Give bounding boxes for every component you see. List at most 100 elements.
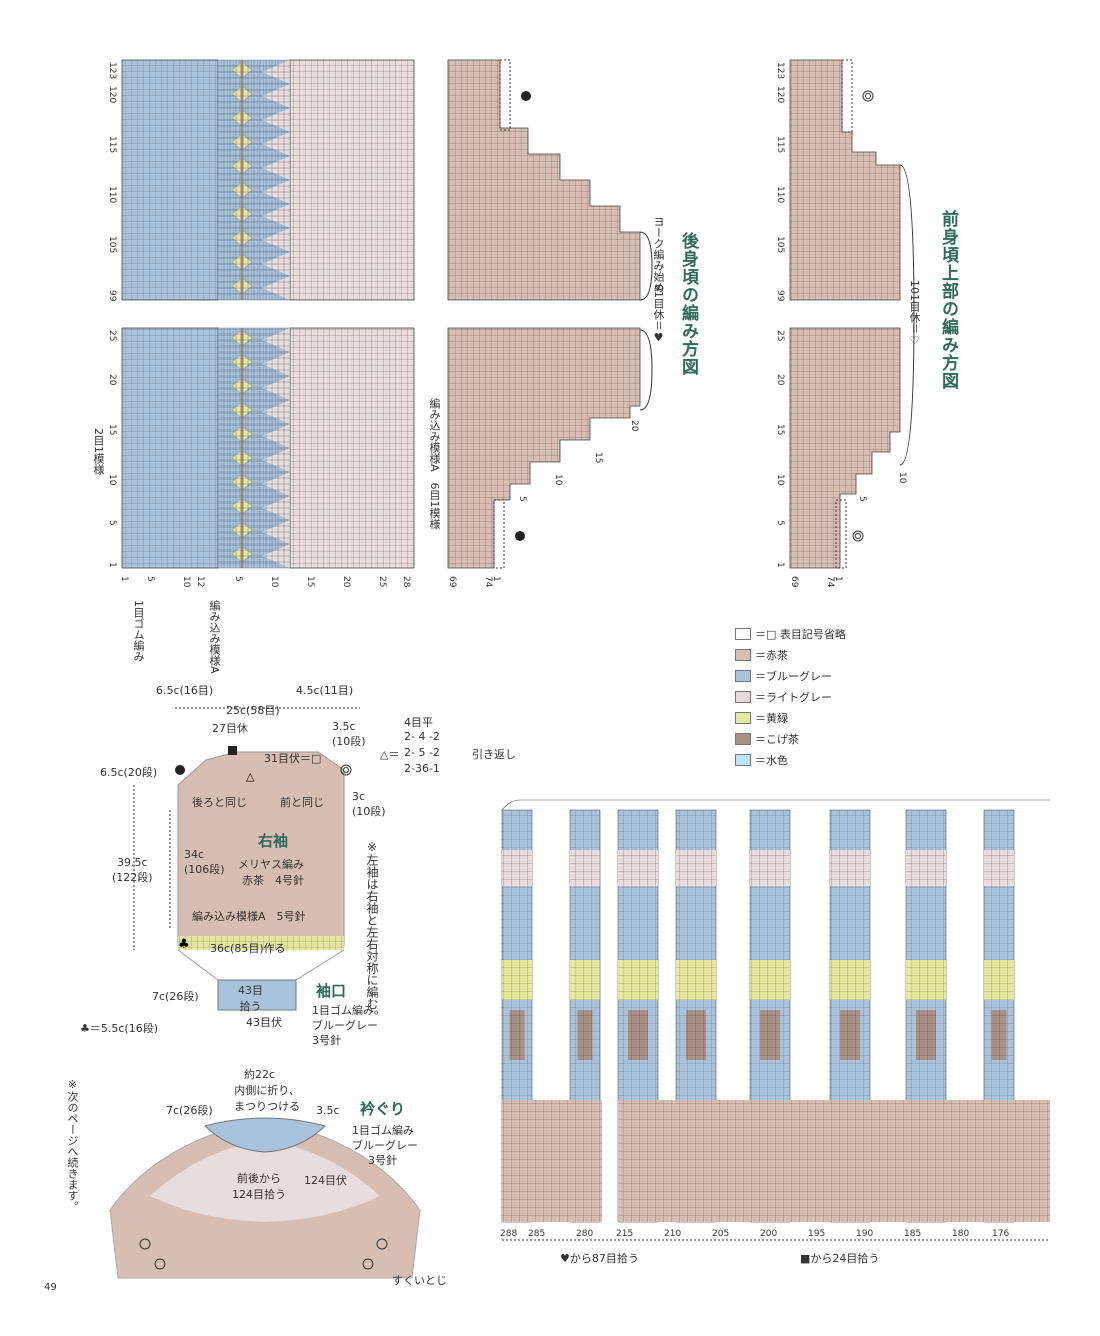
back-col-tick: 12: [195, 576, 205, 587]
back-col-tick: 5: [517, 496, 527, 502]
sleeve-note: ※左袖は右袖と左右対称に編む。: [365, 840, 379, 1022]
collar-desc-2: ブルーグレー: [352, 1139, 418, 1152]
back-row-tick: 115: [107, 136, 117, 153]
legend-swatch: [735, 733, 751, 745]
decrease-2: 2- 4 -2: [404, 730, 440, 743]
decrease-3: 2- 5 -2: [404, 746, 440, 759]
front-row-tick: 105: [775, 236, 785, 253]
decrease-4: 2-36-1: [404, 762, 440, 775]
back-col-tick: 10: [553, 474, 563, 486]
yoke-col-tick: 210: [664, 1229, 681, 1239]
front-col-tick: 5: [857, 496, 867, 502]
cuff-desc-1: 1目ゴム編み: [312, 1004, 374, 1017]
legend-label: ＝ブルーグレー: [755, 670, 832, 683]
back-row-tick: 20: [107, 374, 117, 386]
front-col-tick: 69: [789, 576, 799, 588]
sleeve-right-top: 4.5c(11目): [296, 684, 354, 697]
front-col-tick: 74: [825, 576, 835, 588]
club-note: ♣＝5.5c(16段): [80, 1022, 158, 1035]
back-row-tick: 110: [107, 186, 117, 203]
legend-swatch: [735, 712, 751, 724]
yoke-col-tick: 215: [616, 1229, 633, 1239]
sleeve-pattern: 編み込み模様A 5号針: [192, 910, 306, 923]
same-back-label: 後ろと同じ: [192, 796, 247, 809]
sleeve-schematic: ♣ △: [133, 707, 360, 1011]
yoke-col-tick: 180: [952, 1229, 969, 1239]
back-col-tick: 20: [341, 576, 351, 588]
legend-item: ＝黄緑: [735, 710, 788, 726]
cuff-len: 7c(26段): [152, 990, 199, 1003]
back-row-tick: 99: [107, 290, 117, 302]
legend-item: ＝ライトグレー: [735, 689, 832, 705]
back-col-tick: 28: [401, 576, 411, 588]
legend-swatch: [735, 691, 751, 703]
legend-label: ＝□ 表目記号省略: [755, 628, 846, 641]
back-col-tick: 15: [593, 452, 603, 463]
pattern-a-label: 編み込み模様A: [208, 600, 221, 674]
rib-label: 1目ゴム編み: [132, 600, 145, 662]
back-col-tick: 1: [119, 576, 129, 582]
legend-item: ＝こげ茶: [735, 731, 799, 747]
decrease-1: 4目平: [404, 716, 433, 729]
sleeve-cast-on: 36c(85目)作る: [210, 942, 286, 955]
legend-item: ＝赤茶: [735, 647, 788, 663]
front-stitch-count: 101目休＝♡: [908, 280, 921, 347]
sleeve-left-top: 6.5c(16目): [156, 684, 214, 697]
front-row-tick: 10: [775, 474, 785, 486]
pattern-note: 編み込み模様A 6目1模様: [428, 398, 441, 530]
front-row-tick: 120: [775, 86, 785, 103]
sleeve-length: 39.5c (122段): [112, 856, 153, 884]
yoke-col-tick: 190: [856, 1229, 873, 1239]
back-col-tick: 5: [233, 576, 243, 582]
pick-heart: ♥から87目拾う: [560, 1252, 639, 1265]
back-stitch-count: 91目休＝♥: [652, 284, 665, 344]
back-row-tick: 105: [107, 236, 117, 253]
front-row-tick: 123: [775, 62, 785, 79]
collar-schematic: [109, 1117, 421, 1279]
collar-fold: 内側に折り、 まつりつける: [234, 1084, 301, 1113]
collar-left: 7c(26段): [166, 1104, 213, 1117]
front-row-tick: 110: [775, 186, 785, 203]
svg-text:♣: ♣: [178, 937, 190, 952]
legend-swatch: [735, 628, 751, 640]
cuff-desc-2: ブルーグレー: [312, 1019, 378, 1032]
front-row-tick: 15: [775, 424, 785, 435]
sleeve-bind: 31目伏＝□: [264, 752, 322, 765]
cuff-bind: 43目伏: [246, 1016, 282, 1029]
collar-right: 3.5c: [316, 1104, 340, 1117]
legend-swatch: [735, 649, 751, 661]
collar-desc-1: 1目ゴム編み: [352, 1124, 414, 1137]
legend-label: ＝赤茶: [755, 649, 788, 662]
legend-item: ＝水色: [735, 752, 788, 768]
triangle-label: △＝: [380, 748, 400, 761]
front-row-tick: 20: [775, 374, 785, 386]
back-col-tick: 74: [483, 576, 493, 588]
left-pattern-note: 2目1模様: [92, 428, 105, 475]
seam-label: すくいとじ: [392, 1274, 447, 1287]
legend-item: ＝□ 表目記号省略: [735, 626, 846, 642]
back-shaping-chart: [447, 59, 653, 569]
back-col-tick: 1: [491, 576, 501, 582]
back-row-tick: 5: [107, 520, 117, 526]
svg-text:△: △: [246, 770, 255, 783]
back-row-tick: 120: [107, 86, 117, 103]
yoke-col-tick: 185: [904, 1229, 921, 1239]
sleeve-shoulder-left: 6.5c(20段): [100, 766, 158, 779]
same-front-label: 前と同じ: [280, 796, 324, 809]
legend-item: ＝ブルーグレー: [735, 668, 832, 684]
back-row-tick: 25: [107, 330, 117, 341]
front-shaping-chart: [789, 59, 915, 569]
yoke-col-tick: 285: [528, 1229, 545, 1239]
filled-circle-marker: [521, 91, 531, 101]
back-col-tick: 15: [305, 576, 315, 587]
back-col-tick: 20: [629, 420, 639, 432]
collar-title: 衿ぐり: [360, 1100, 406, 1118]
yoke-col-tick: 205: [712, 1229, 729, 1239]
front-row-tick: 5: [775, 520, 785, 526]
front-row-tick: 25: [775, 330, 785, 341]
sleeve-shoulder-right: 3.5c (10段): [332, 720, 366, 748]
front-row-tick: 115: [775, 136, 785, 153]
collar-width: 約22c: [244, 1068, 276, 1081]
